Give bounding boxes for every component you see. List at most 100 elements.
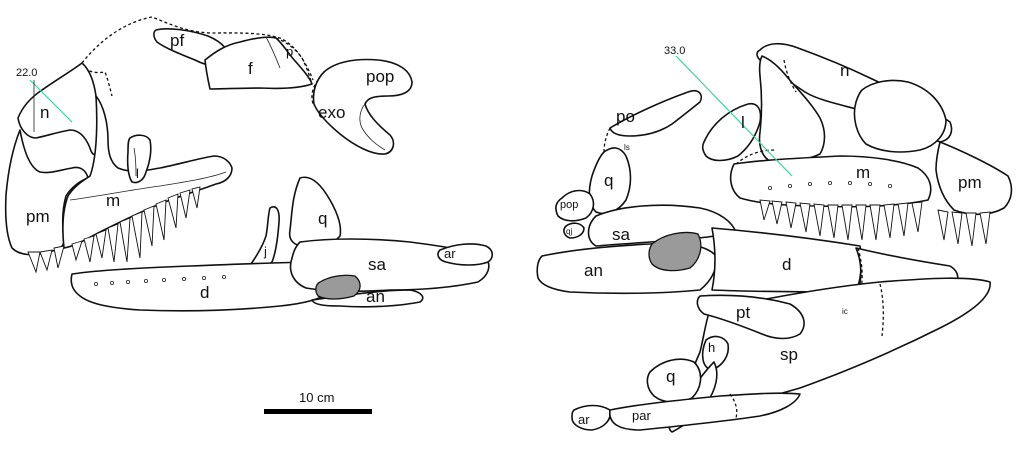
tooth — [813, 203, 825, 237]
right-label-pop: pop — [560, 199, 578, 211]
right-prearticular-bone — [609, 392, 801, 431]
tooth — [179, 189, 191, 219]
left-label-sa: sa — [368, 255, 387, 274]
left-jugal-bone — [247, 206, 280, 270]
tooth — [95, 229, 107, 259]
right-maxilla-foramina — [768, 180, 893, 190]
right-maxilla-dash — [735, 149, 777, 165]
left-frontal-suture — [265, 36, 281, 69]
right-lower-quadrate-bone — [646, 358, 702, 404]
right-hyoid-bone — [701, 335, 730, 371]
left-angular-bone — [311, 289, 424, 308]
left-label-ar: ar — [444, 246, 456, 261]
tooth — [771, 200, 783, 225]
tooth — [897, 202, 909, 237]
left-quadrate-bone — [288, 176, 342, 247]
foramen — [808, 181, 813, 186]
left-frontal-bone — [204, 36, 313, 90]
tooth — [937, 209, 949, 241]
foramen — [888, 183, 893, 188]
right-paroccipital-bone — [555, 189, 595, 222]
left-label-q: q — [318, 209, 327, 228]
left-label-l: l — [136, 166, 139, 181]
left-label-an: an — [366, 287, 385, 306]
tooth — [71, 240, 83, 262]
tooth — [827, 204, 839, 239]
right-label-qj: qj — [566, 227, 572, 236]
left-articular-bone — [437, 243, 494, 266]
left-label-j: j — [263, 244, 267, 259]
right-pterygoid-bone — [696, 294, 805, 340]
right-label-ic: ic — [842, 307, 848, 316]
tooth — [119, 217, 131, 263]
right-label-sp: sp — [780, 345, 798, 364]
foramen — [110, 280, 115, 285]
left-mandibular-fenestra — [315, 274, 361, 300]
tooth — [27, 251, 41, 274]
tooth — [759, 199, 771, 221]
right-angle-label: 33.0 — [664, 45, 685, 57]
tooth — [107, 223, 119, 263]
tooth — [143, 205, 155, 247]
tooth — [965, 212, 977, 247]
tooth — [979, 211, 991, 245]
right-label-an: an — [584, 261, 603, 280]
right-postorbital-dash — [603, 127, 611, 153]
right-orbit-rim — [701, 102, 762, 162]
right-label-par: par — [632, 408, 651, 423]
scale-bar: 10 cm — [264, 390, 372, 414]
scale-bar-label: 10 cm — [299, 390, 334, 405]
right-upper-teeth — [759, 199, 991, 247]
left-label-f: f — [248, 59, 253, 78]
tooth — [799, 202, 811, 233]
right-label-l: l — [741, 113, 745, 132]
left-maxilla-bone — [62, 95, 233, 249]
right-label-q: q — [604, 171, 613, 190]
tooth — [53, 245, 65, 269]
left-label-n: n — [40, 103, 49, 122]
right-label-h: h — [708, 340, 715, 355]
foramen — [181, 276, 186, 281]
right-label-ar: ar — [578, 412, 590, 427]
foramen — [161, 277, 166, 282]
right-lower-articular-bone — [571, 404, 612, 431]
right-label-ls: ls — [624, 143, 630, 152]
foramen — [94, 281, 99, 286]
left-lacrimal-inner — [133, 147, 137, 177]
left-exoccipital-dash — [311, 79, 319, 107]
right-label-n: n — [840, 61, 849, 80]
left-label-pf: pf — [170, 31, 184, 50]
tooth — [951, 211, 963, 245]
tooth — [39, 249, 53, 272]
foramen — [201, 275, 206, 280]
left-label-p: p — [286, 44, 293, 59]
foramen — [788, 183, 793, 188]
right-label-sa: sa — [612, 225, 631, 244]
tooth — [883, 203, 895, 239]
right-mandibular-fenestra — [648, 231, 702, 272]
foramen — [848, 180, 853, 185]
left-label-d: d — [200, 283, 209, 302]
right-angle-line — [675, 55, 793, 177]
foramen — [221, 274, 226, 279]
foramen — [143, 278, 148, 283]
right-label-pt: pt — [736, 303, 750, 322]
right-quadratojugal-bone — [563, 222, 585, 239]
right-label-po: po — [616, 107, 635, 126]
right-dentary-break — [857, 247, 863, 295]
left-dentary-foramina — [94, 274, 226, 286]
left-angle-line — [29, 79, 73, 123]
tooth — [191, 186, 201, 209]
foramen — [828, 180, 833, 185]
left-upper-teeth — [27, 186, 201, 274]
tooth — [83, 235, 95, 263]
scale-bar-line — [264, 409, 372, 414]
left-skull: 22.0 pf f p pop exo n pm m l q j sa ar d… — [4, 16, 494, 312]
foramen — [768, 185, 773, 190]
left-exoccipital-suture — [359, 103, 386, 151]
left-lacrimal-bone — [126, 134, 152, 184]
left-parietal-dash — [275, 37, 313, 85]
tooth — [131, 211, 143, 259]
tooth — [785, 201, 797, 229]
